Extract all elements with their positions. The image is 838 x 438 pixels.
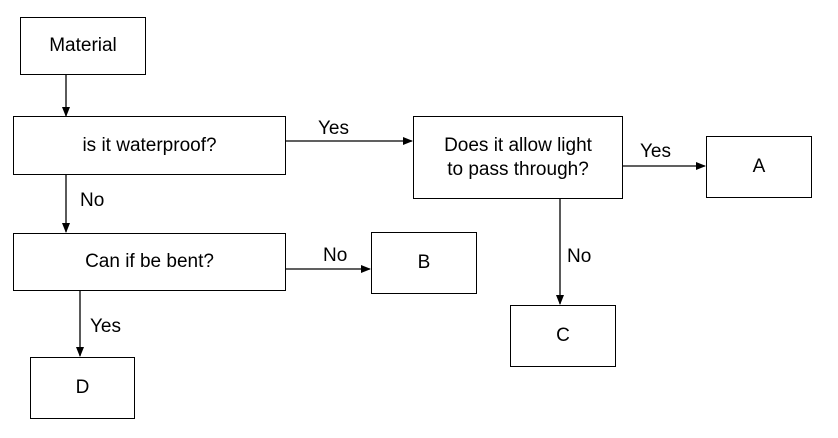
- node-bent: Can if be bent?: [13, 233, 286, 291]
- edge-label-light-no: No: [567, 246, 592, 267]
- node-light-label-line2: to pass through?: [447, 158, 589, 180]
- node-material-label: Material: [49, 35, 117, 56]
- edge-label-waterproof-yes: Yes: [318, 118, 349, 139]
- edge-label-bent-no: No: [323, 245, 348, 266]
- node-bent-label: Can if be bent?: [85, 251, 214, 272]
- edge-label-waterproof-no: No: [80, 190, 105, 211]
- node-c-label: C: [556, 325, 570, 346]
- node-light-label-line1: Does it allow light: [444, 134, 592, 156]
- node-b-label: B: [417, 252, 431, 273]
- node-material: Material: [20, 17, 146, 75]
- node-c: C: [510, 305, 616, 367]
- node-waterproof-label: is it waterproof?: [82, 134, 217, 156]
- node-light: Does it allow light to pass through?: [413, 116, 623, 199]
- edge-label-light-yes: Yes: [640, 141, 671, 162]
- node-b: B: [371, 232, 477, 294]
- node-a-label: A: [752, 156, 766, 177]
- edge-label-bent-yes: Yes: [90, 316, 121, 337]
- node-d-label: D: [75, 377, 90, 398]
- node-a: A: [706, 136, 812, 198]
- node-waterproof: is it waterproof?: [13, 116, 286, 175]
- node-d: D: [30, 357, 135, 419]
